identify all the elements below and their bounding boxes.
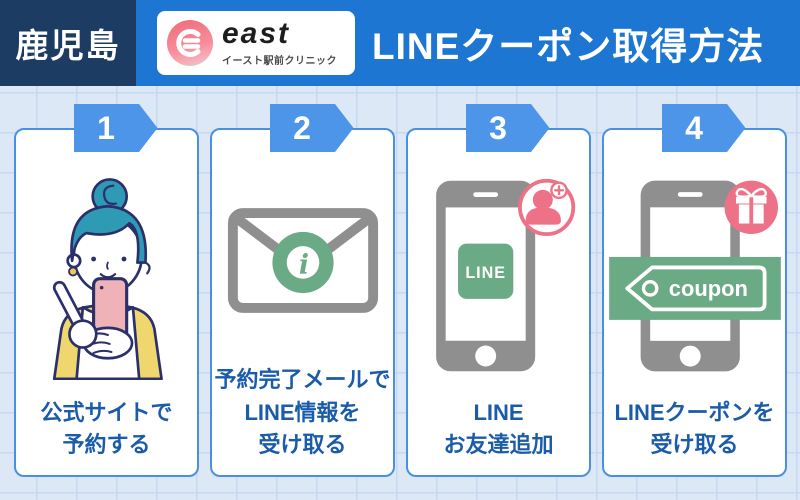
logo-text-group: east イースト駅前クリニック xyxy=(222,17,337,68)
logo-brand-text: east xyxy=(222,17,291,50)
page-header: 鹿児島 east イースト駅前クリニック LINEクーポン取得方法 xyxy=(0,0,800,86)
step-card-3: 3 LINE LINE お友達追加 xyxy=(406,104,591,477)
steps-area: 1 xyxy=(0,86,800,500)
step-number-badge: 2 xyxy=(269,104,354,152)
caption-line: LINEクーポンを xyxy=(614,399,775,425)
step-number-badge: 3 xyxy=(465,104,550,152)
logo-clinic-name: イースト駅前クリニック xyxy=(222,56,337,67)
step-card-4: 4 coupon LINEクーポンを 受け取る xyxy=(602,104,787,477)
step-caption: 公式サイトで 予約する xyxy=(16,397,197,475)
email-info-icon: i xyxy=(212,130,393,364)
phone-line-add-friend-icon: LINE xyxy=(408,130,589,397)
caption-line: 受け取る xyxy=(650,432,739,458)
coupon-label: coupon xyxy=(668,276,747,301)
step-caption: 予約完了メールで LINE情報を 受け取る xyxy=(212,364,393,475)
page-title: LINEクーポン取得方法 xyxy=(372,26,765,67)
step-card-2: 2 i 予約完了メールで LINE情報を 受け取る xyxy=(210,104,395,477)
step-caption: LINE お友達追加 xyxy=(408,397,589,475)
clinic-logo: east イースト駅前クリニック xyxy=(157,11,355,75)
phone-coupon-gift-icon: coupon xyxy=(604,130,785,397)
east-logo-icon xyxy=(167,20,213,66)
caption-line: 予約完了メールで xyxy=(214,367,391,393)
step-card-1: 1 xyxy=(14,104,199,477)
line-app-label: LINE xyxy=(465,264,506,282)
caption-line: 予約する xyxy=(62,432,151,458)
step-number-badge: 1 xyxy=(73,104,158,152)
step-number-badge: 4 xyxy=(661,104,746,152)
caption-line: LINE情報を xyxy=(244,399,361,425)
caption-line: 受け取る xyxy=(258,432,347,458)
caption-line: お友達追加 xyxy=(443,432,554,458)
step-caption: LINEクーポンを 受け取る xyxy=(604,397,785,475)
caption-line: LINE xyxy=(473,399,524,425)
info-glyph: i xyxy=(298,249,308,280)
person-with-phone-illustration xyxy=(16,130,197,397)
region-label: 鹿児島 xyxy=(0,0,136,86)
caption-line: 公式サイトで xyxy=(40,399,173,425)
